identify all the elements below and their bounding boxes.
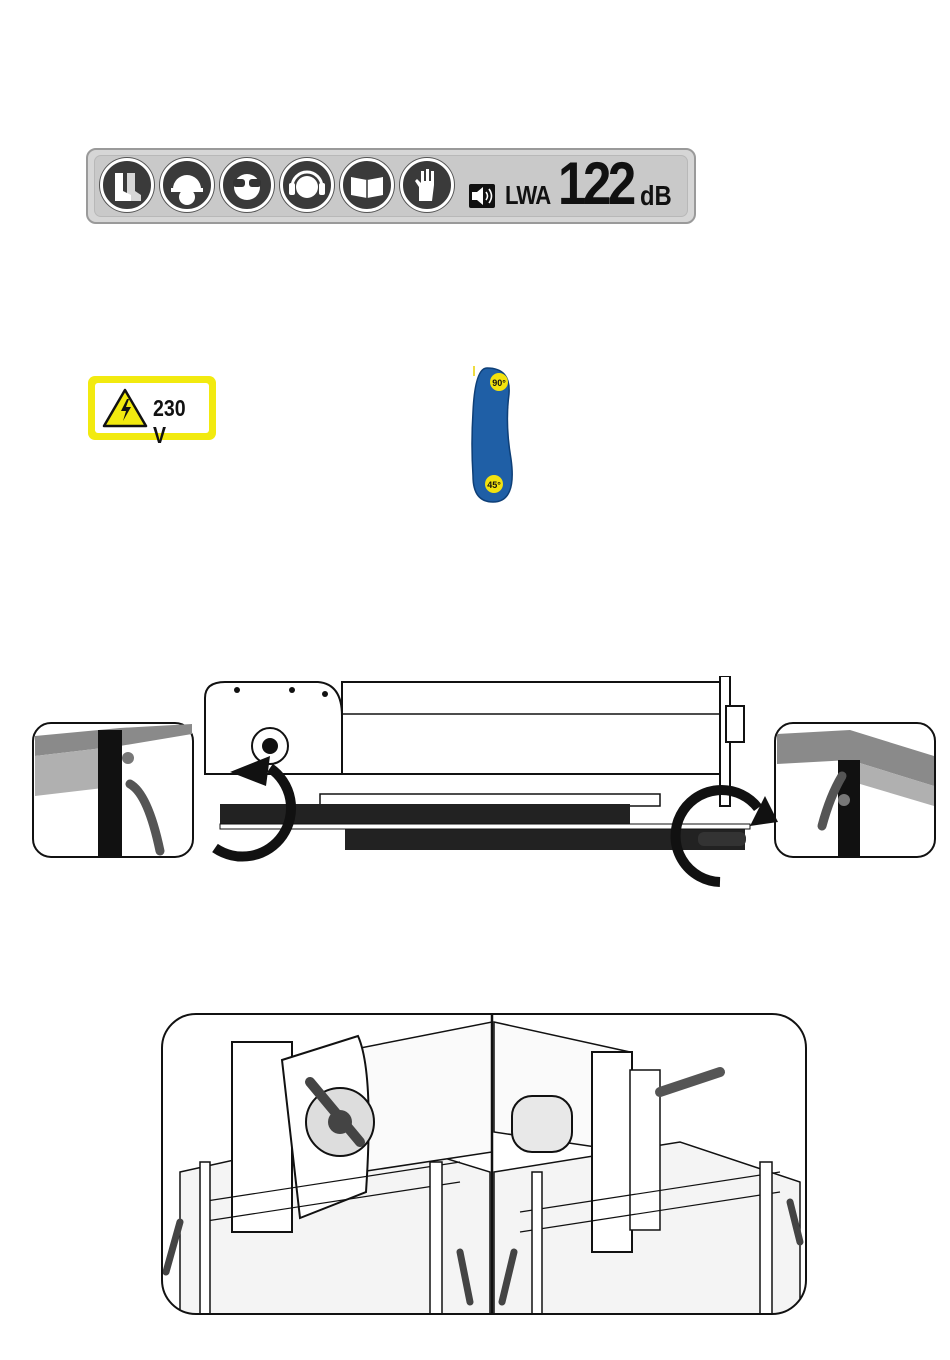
- right-lock-lever-inset: [775, 723, 935, 857]
- noise-unit: dB: [640, 180, 672, 212]
- ear-protection-icon: [280, 158, 334, 212]
- saw-perspective-figure: [160, 1012, 808, 1318]
- voltage-label-inner: 230 V: [95, 383, 209, 433]
- tilt-bottom-label: 45°: [484, 480, 504, 490]
- safety-goggles-icon: [220, 158, 274, 212]
- noise-label: LWA: [505, 180, 550, 211]
- hard-hat-icon: [160, 158, 214, 212]
- electric-hazard-icon: [101, 387, 149, 429]
- tilt-top-label: 90°: [489, 378, 509, 388]
- voltage-label: 230 V: [88, 376, 216, 440]
- voltage-text: 230 V: [153, 395, 201, 449]
- speaker-icon: [469, 184, 495, 208]
- read-manual-icon: [340, 158, 394, 212]
- safety-boots-icon: [100, 158, 154, 212]
- noise-value: 122: [558, 154, 633, 214]
- saw-side-view-figure: [30, 676, 940, 890]
- left-lock-lever-inset: [33, 723, 193, 857]
- ppe-label-bar: LWA 122 dB: [86, 148, 696, 224]
- safety-gloves-icon: [400, 158, 454, 212]
